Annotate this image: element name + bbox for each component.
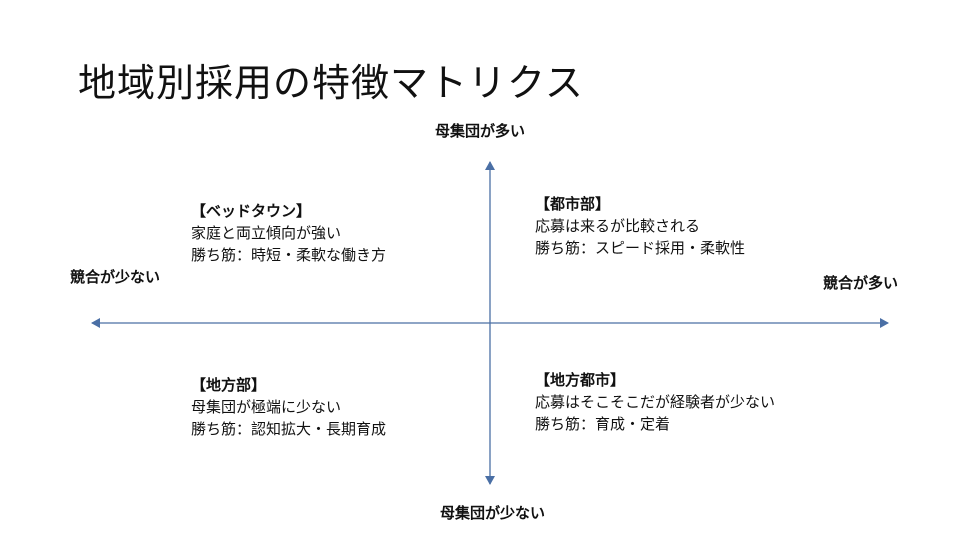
quadrant-bottom-right: 【地方都市】 応募はそこそこだが経験者が少ない 勝ち筋：育成・定着 (535, 369, 775, 435)
axis-label-right: 競合が多い (823, 274, 899, 292)
axis-label-top: 母集団が多い (435, 122, 526, 140)
quadrant-line: 母集団が極端に少ない (191, 398, 342, 416)
quadrant-heading: 【都市部】 (535, 195, 611, 213)
quadrant-top-left: 【ベッドタウン】 家庭と両立傾向が強い 勝ち筋：時短・柔軟な働き方 (191, 200, 386, 266)
quadrant-line: 勝ち筋：育成・定着 (535, 415, 671, 433)
quadrant-top-right: 【都市部】 応募は来るが比較される 勝ち筋：スピード採用・柔軟性 (535, 193, 745, 259)
quadrant-line: 家庭と両立傾向が強い (191, 224, 342, 242)
quadrant-line: 勝ち筋：スピード採用・柔軟性 (535, 239, 746, 257)
quadrant-bottom-left: 【地方部】 母集団が極端に少ない 勝ち筋：認知拡大・長期育成 (191, 374, 386, 440)
quadrant-heading: 【ベッドタウン】 (191, 202, 312, 220)
slide-title: 地域別採用の特徴マトリクス (78, 61, 584, 105)
quadrant-line: 勝ち筋：認知拡大・長期育成 (191, 420, 387, 438)
axis-label-bottom: 母集団が少ない (440, 504, 546, 522)
axis-label-left: 競合が少ない (70, 268, 161, 286)
quadrant-line: 応募は来るが比較される (535, 217, 701, 235)
quadrant-heading: 【地方部】 (191, 376, 267, 394)
quadrant-line: 応募はそこそこだが経験者が少ない (535, 393, 776, 411)
quadrant-line: 勝ち筋：時短・柔軟な働き方 (191, 246, 387, 264)
quadrant-heading: 【地方都市】 (535, 371, 626, 389)
